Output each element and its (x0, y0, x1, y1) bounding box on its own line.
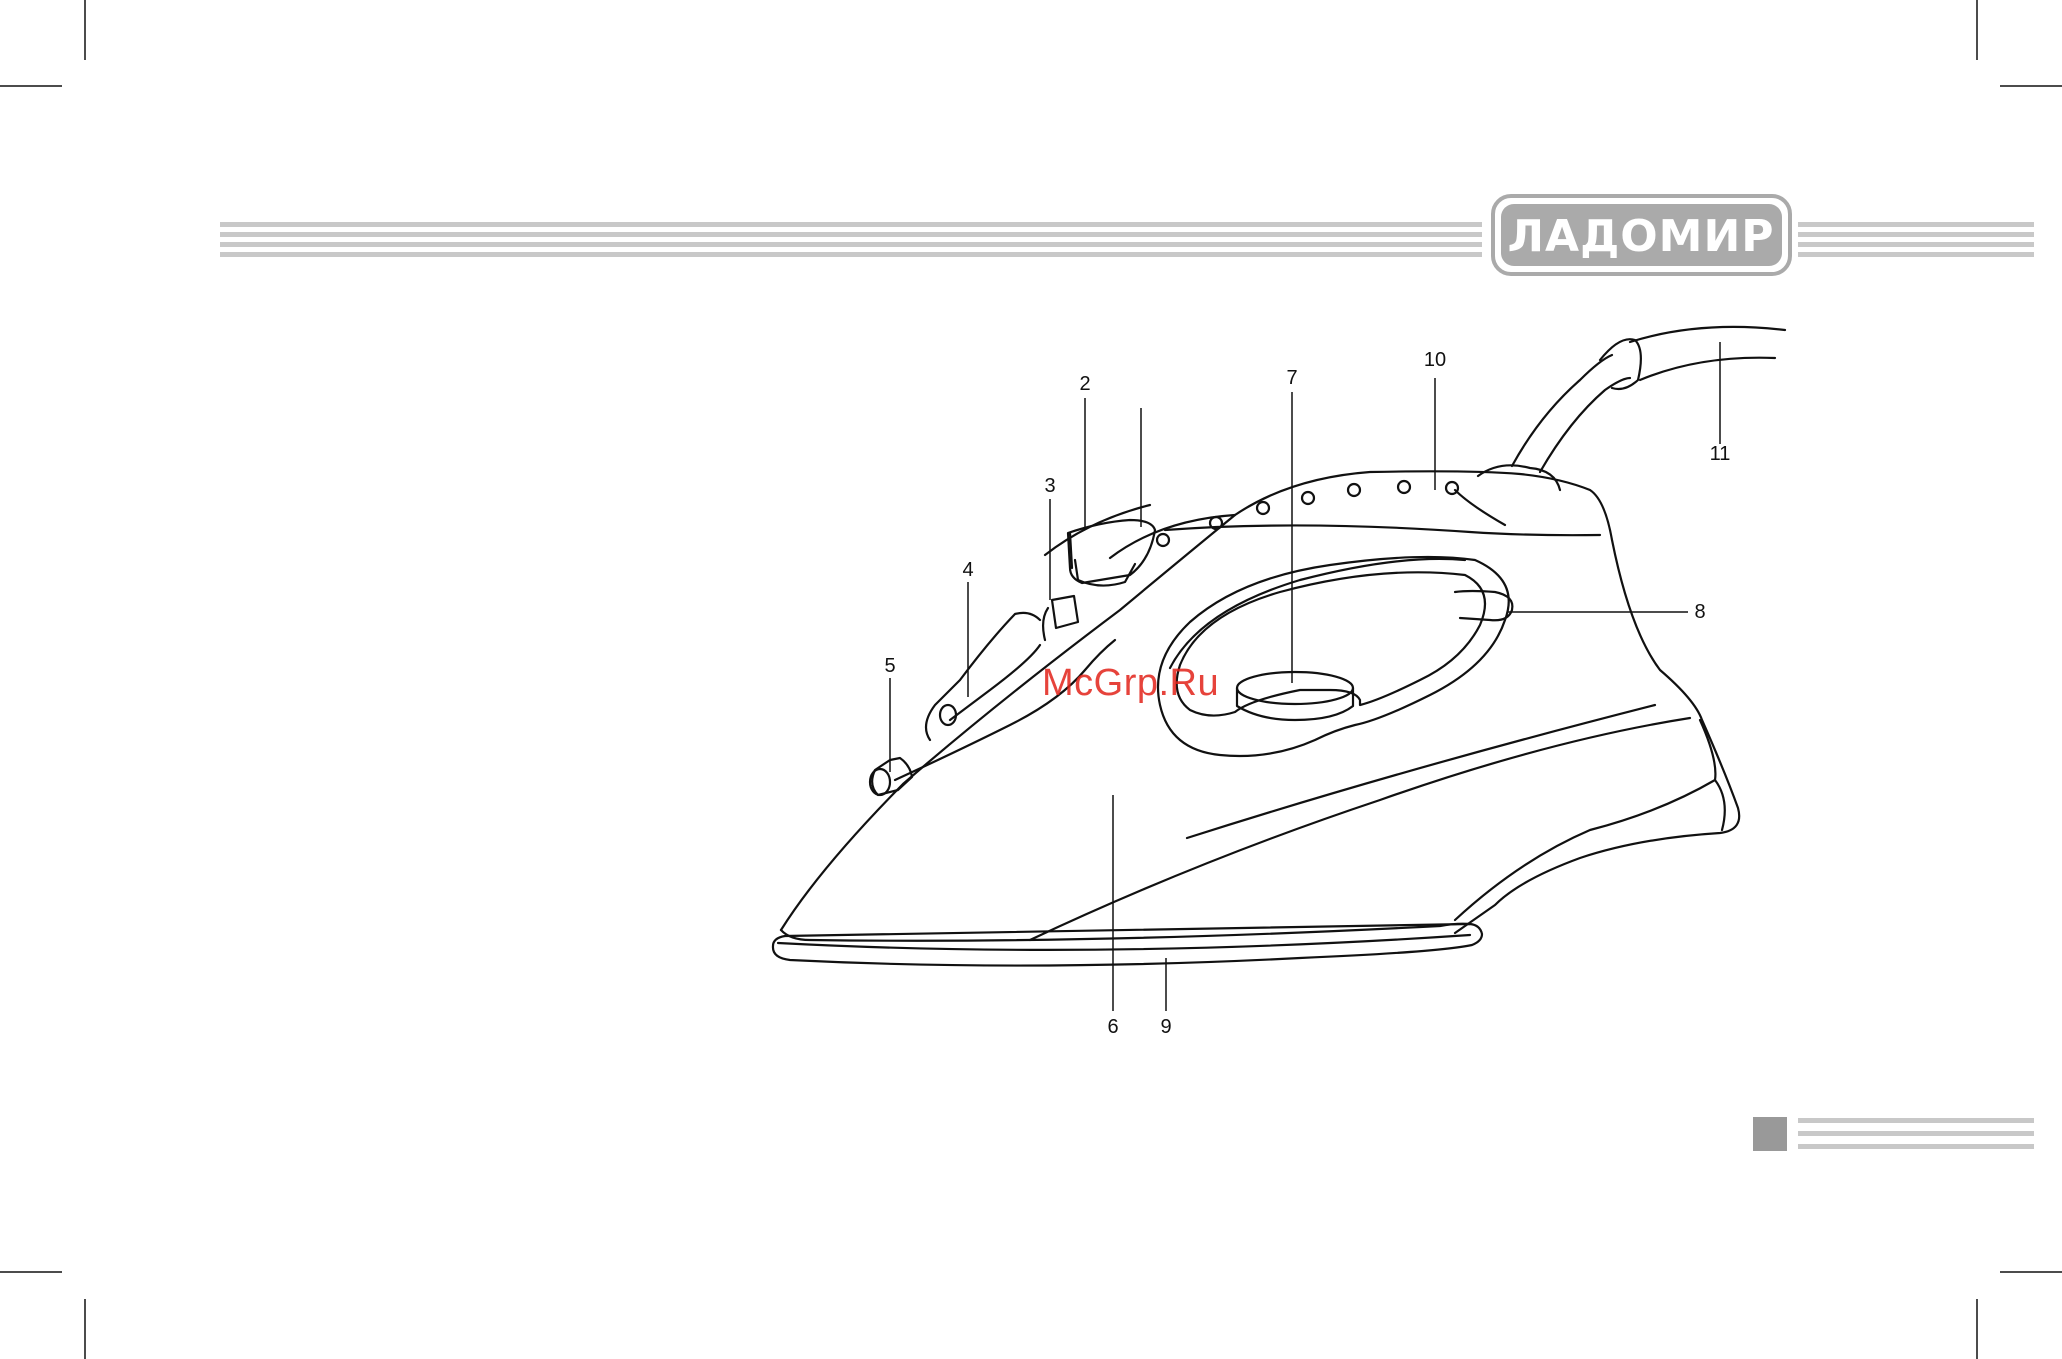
callout-10: 10 (1424, 350, 1446, 370)
leader-lines (890, 342, 1720, 1011)
callout-3: 3 (1044, 476, 1055, 496)
watermark: McGrp.Ru (1042, 662, 1219, 705)
callout-4: 4 (962, 560, 973, 580)
callout-7: 7 (1286, 368, 1297, 388)
callout-6: 6 (1107, 1017, 1118, 1037)
callout-2: 2 (1079, 374, 1090, 394)
iron-illustration (773, 327, 1785, 966)
callout-11: 11 (1710, 444, 1731, 464)
callout-9: 9 (1160, 1017, 1171, 1037)
page-number-marker (1753, 1117, 2034, 1151)
callout-8: 8 (1694, 602, 1705, 622)
callout-5: 5 (884, 656, 895, 676)
brand-logo-text: ЛАДОМИР (1496, 210, 1786, 262)
